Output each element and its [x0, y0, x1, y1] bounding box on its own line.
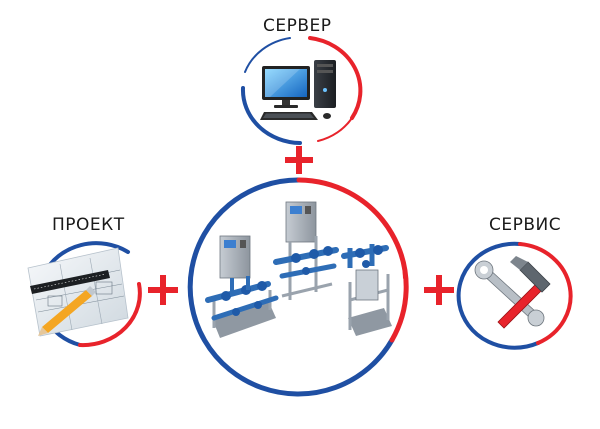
- left-skid: [205, 235, 279, 338]
- plus-icon-top: [285, 146, 313, 174]
- project-node: [27, 241, 142, 348]
- right-skid: [341, 244, 392, 336]
- project-label: ПРОЕКТ: [52, 215, 125, 235]
- service-blue-arc: [456, 241, 540, 350]
- center-blue-arc: [187, 177, 395, 397]
- service-label: СЕРВИС: [489, 215, 562, 235]
- server-red-arc-tail: [317, 117, 353, 142]
- center-red-arc-inner: [344, 189, 405, 279]
- plus-icon-left: [148, 275, 178, 305]
- desktop-computer-icon: [260, 60, 336, 120]
- blueprint-pencil-icon: [27, 247, 129, 337]
- project-red-arc: [78, 282, 142, 348]
- server-label: СЕРВЕР: [263, 16, 332, 36]
- service-red-arc: [518, 242, 573, 345]
- middle-skid: [273, 201, 339, 300]
- service-node: [456, 241, 573, 350]
- server-node: [240, 36, 363, 145]
- server-blue-arc: [240, 86, 302, 145]
- server-blue-arc-top: [244, 37, 291, 73]
- equipment-node: [187, 177, 409, 397]
- hammer-wrench-icon: [474, 256, 551, 329]
- plus-icon-right: [424, 275, 454, 305]
- server-red-arc: [308, 36, 363, 120]
- industrial-equipment-icon: [205, 201, 392, 338]
